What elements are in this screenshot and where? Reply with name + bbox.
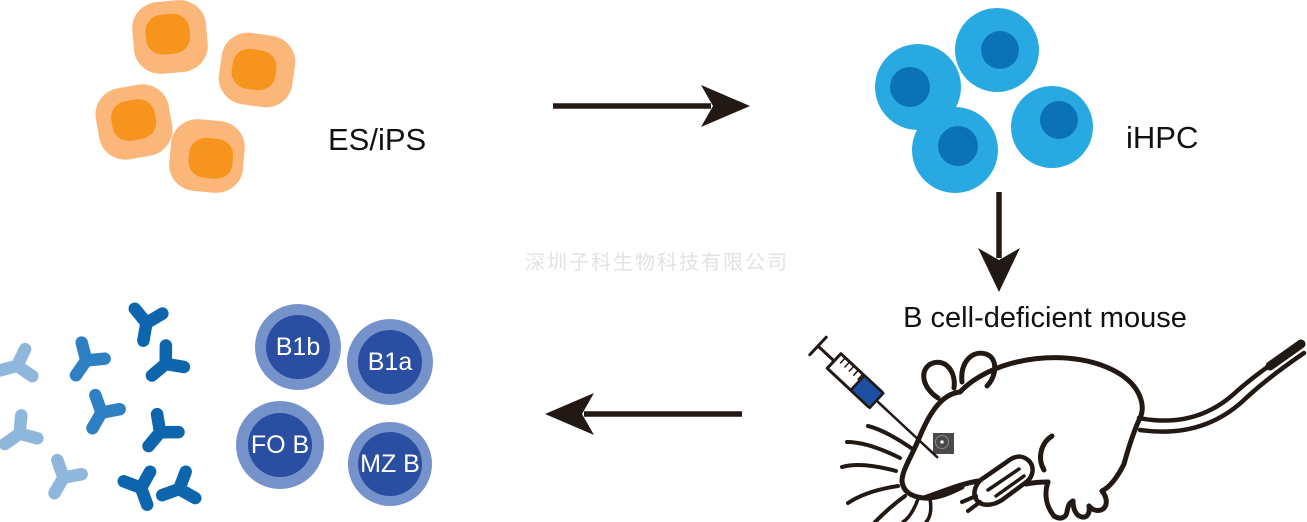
arrow-right-icon (553, 85, 750, 127)
mouse-rear-foot (1043, 461, 1127, 521)
blue-cell-icon (912, 107, 998, 193)
arrow-down-icon (978, 192, 1020, 292)
bcell-circle-b1a: B1a (347, 319, 433, 405)
antibody-icon (42, 460, 81, 500)
antibody-icon (0, 415, 37, 455)
blue-cell-icon (955, 8, 1039, 92)
syringe-icon (808, 335, 939, 459)
bcell-circle-fob: FO B (236, 401, 324, 489)
syringe-needle (875, 399, 939, 459)
bcell-label: MZ B (360, 449, 420, 478)
orange-cell-icon (132, 0, 208, 74)
antibody-icon (130, 309, 163, 343)
mouse-ear-icon (959, 350, 998, 389)
bcell-circle-b1b: B1b (255, 304, 341, 390)
mouse-eye-icon (933, 433, 954, 454)
antibody-icon (64, 343, 104, 384)
mouse-body-outline (957, 355, 1145, 467)
antibody-icon (124, 472, 161, 510)
antibody-icon (138, 414, 179, 455)
antibody-icon (80, 395, 119, 435)
blue-cell-icon (1011, 86, 1093, 168)
mouse-belly-line (1023, 479, 1051, 487)
antibody-icon (143, 345, 184, 386)
mouse-belly-line (921, 478, 981, 501)
mouse-ear-icon (921, 359, 957, 401)
bcell-nucleus: B1b (266, 315, 330, 379)
bcell-label: FO B (250, 430, 310, 459)
bcell-nucleus: MZ B (358, 432, 422, 496)
bcell-label: B1a (367, 347, 413, 376)
bcell-nucleus: FO B (248, 413, 312, 477)
mouse-label: B cell-deficient mouse (903, 302, 1187, 334)
blue-cell-icon (875, 44, 961, 130)
mouse-head-outline (899, 389, 965, 501)
bcell-nucleus: B1a (358, 330, 422, 394)
mouse-whiskers (840, 424, 933, 522)
antibody-icon (0, 349, 32, 384)
bcell-label: B1b (275, 332, 321, 361)
orange-cell-icon (169, 119, 245, 193)
watermark-text: 深圳子科生物科技有限公司 (525, 250, 789, 274)
bcell-circle-mzb: MZ B (348, 422, 432, 506)
orange-cell-icon (218, 32, 296, 108)
mouse-illustration (808, 335, 1307, 522)
antibody-icon (157, 472, 195, 509)
orange-cell-icon (95, 84, 173, 160)
mouse-front-paw (960, 454, 1035, 513)
ihpc-cells-illustration (875, 8, 1093, 193)
syringe-tick-marks (839, 357, 864, 381)
arrow-left-icon (545, 393, 742, 435)
antibodies-illustration (0, 293, 235, 522)
ihpc-label: iHPC (1126, 120, 1199, 155)
mouse-thigh-line (1038, 433, 1055, 473)
es-ips-cells-illustration (95, 0, 296, 193)
es-ips-label: ES/iPS (328, 122, 427, 157)
mouse-tail (1136, 339, 1307, 434)
